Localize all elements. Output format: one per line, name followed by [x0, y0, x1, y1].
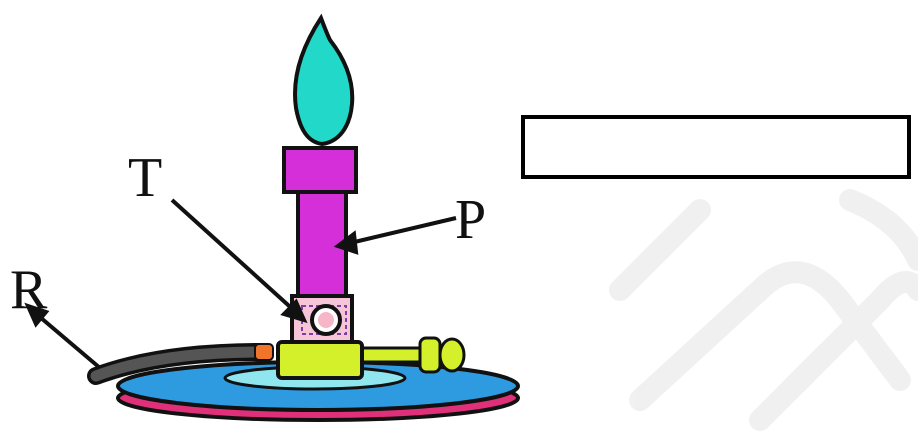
arrow-t — [170, 198, 300, 316]
air-hole-inner — [318, 312, 334, 328]
gas-valve — [356, 336, 466, 374]
label-r: R — [10, 259, 48, 321]
hose-connector — [254, 343, 274, 361]
gas-hose-fill — [90, 346, 268, 382]
arrows — [24, 198, 457, 370]
barrel — [296, 186, 348, 298]
arrow-p — [345, 216, 457, 246]
arrow-r — [32, 310, 102, 370]
label-t: T — [128, 147, 163, 209]
answer-box[interactable] — [521, 115, 911, 179]
arrow-t-head — [280, 298, 308, 324]
arrow-r-head — [24, 302, 50, 328]
watermark — [609, 189, 918, 431]
barrel-top — [282, 146, 358, 194]
flame-icon — [293, 13, 355, 147]
base-block — [276, 340, 364, 380]
label-p: P — [455, 189, 487, 251]
arrow-p-head — [333, 230, 359, 255]
